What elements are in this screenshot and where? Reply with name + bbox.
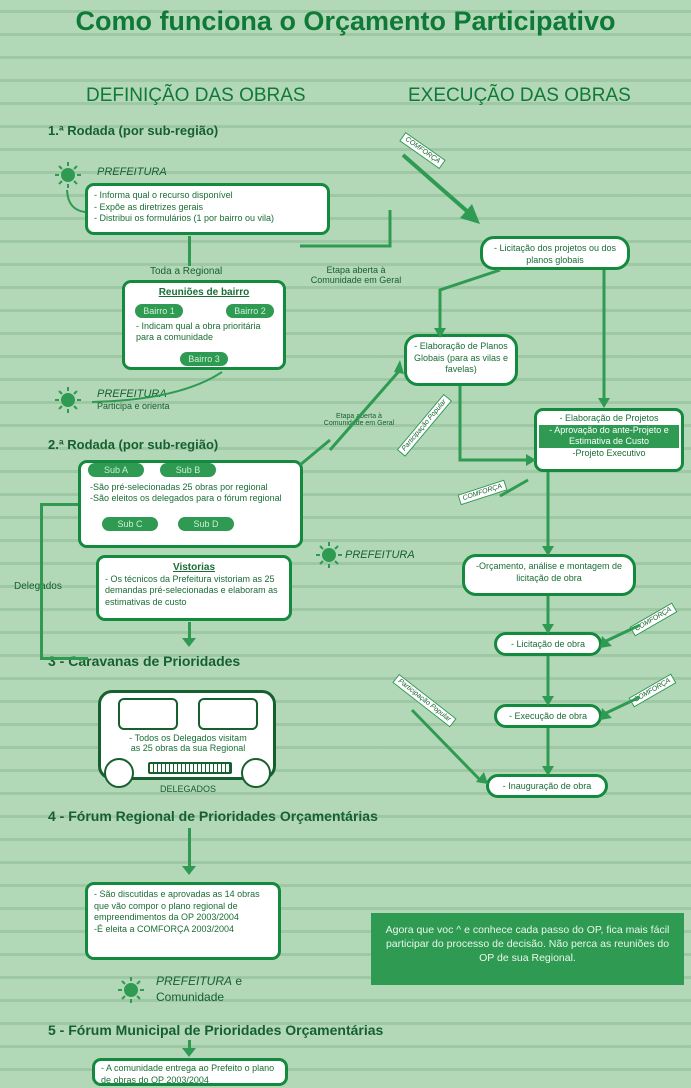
sub-c-pill: Sub C [102,517,158,531]
page-title: Como funciona o Orçamento Participativo [75,6,616,36]
flow-arrowhead [182,866,196,875]
step3-heading: 3 - Caravanas de Prioridades [48,653,241,669]
licitacao-projetos-box: - Licitação dos projetos ou dos planos g… [480,236,630,270]
bus-grill [148,762,232,774]
sun-icon [55,387,81,413]
step4-prefeitura-label: PREFEITURA [156,974,233,988]
round1-box-line: - Informa qual o recurso disponível [94,190,233,200]
round1-box-line: - Expõe as diretrizes gerais [94,201,204,212]
info-note: Agora que voc ^ e conhece cada passo do … [371,913,684,985]
round1-prefeitura2-sub: Participa e orienta [97,401,170,411]
step4-prefeitura: PREFEITURA e [156,974,242,988]
projetos-box: - Elaboração de Projetos - Aprovação do … [534,408,684,472]
sub-d-pill: Sub D [178,517,234,531]
round1-box-line: - Distribui os formulários (1 por bairro… [94,213,275,223]
vistorias-box: Vistorias - Os técnicos da Prefeitura vi… [96,555,292,621]
bus-window [118,698,178,730]
round2-text: -São pré-selecionadas 25 obras por regio… [90,482,302,504]
meetings-text: - Indicam qual a obra prioritária para a… [136,321,261,342]
inauguracao-obra-box: - Inauguração de obra [486,774,608,798]
step4-box-line: -É eleita a COMFORÇA 2003/2004 [94,923,235,934]
vistorias-text: - Os técnicos da Prefeitura vistoriam as… [105,573,278,607]
step4-comunidade: Comunidade [156,990,225,1004]
round1-prefeitura-label: PREFEITURA [97,166,167,178]
projetos-line: -Projeto Executivo [572,447,646,458]
sub-b-pill: Sub B [160,463,216,477]
right-heading: EXECUÇÃO DAS OBRAS [408,85,631,106]
flow-arrow [188,828,191,868]
delegados-line [40,657,88,660]
vistorias-title: Vistorias [172,562,216,573]
open-stage-label-1: Etapa aberta à Comunidade em Geral [310,265,402,285]
delegados-label: Delegados [14,581,62,592]
flow-arrow [188,622,191,640]
bus-label: DELEGADOS [160,784,217,794]
flow-arrow [188,1040,191,1050]
round2-heading: 2.ª Rodada (por sub-região) [48,437,219,452]
step4-and: e [235,974,243,988]
regional-label: Toda a Regional [150,266,223,277]
sub-a-pill: Sub A [88,463,144,477]
delegados-line [40,503,78,506]
step4-box: - São discutidas e aprovadas as 14 obras… [85,882,281,960]
sun-icon [55,162,81,188]
projetos-line: - Elaboração de Projetos [559,413,659,423]
bairro1-pill: Bairro 1 [135,304,183,318]
bairro3-pill: Bairro 3 [180,352,228,366]
step5-heading: 5 - Fórum Municipal de Prioridades Orçam… [48,1022,384,1038]
flow-arrowhead [182,638,196,647]
sun-icon [316,542,342,568]
flow-arrowhead [182,1048,196,1057]
bus-window [198,698,258,730]
delegados-line [40,503,43,659]
meetings-box: Reuniões de bairro [122,280,286,370]
orcamento-box: -Orçamento, análise e montagem de licita… [462,554,636,596]
comforca-arrow [401,153,480,224]
round1-heading: 1.ª Rodada (por sub-região) [48,123,219,138]
planos-globais-box: - Elaboração de Planos Globais (para as … [404,334,518,386]
round2-text-line: -São pré-selecionadas 25 obras por regio… [90,482,268,492]
bus-wheel [241,758,271,788]
step5-box: - A comunidade entrega ao Prefeito o pla… [92,1058,288,1086]
projetos-line: - Aprovação do ante-Projeto e Estimativa… [539,424,679,448]
execucao-obra-box: - Execução de obra [494,704,602,728]
bus-text: - Todos os Delegados visitam as 25 obras… [129,733,247,753]
step4-box-line: - São discutidas e aprovadas as 14 obras… [94,889,260,922]
bus-wheel [104,758,134,788]
round2-text-line: -São eleitos os delegados para o fórum r… [90,493,282,503]
meetings-title: Reuniões de bairro [158,287,250,298]
bairro2-pill: Bairro 2 [226,304,274,318]
round1-prefeitura-box: - Informa qual o recurso disponível - Ex… [85,183,330,235]
flow-arrow [188,236,191,266]
left-heading: DEFINIÇÃO DAS OBRAS [86,85,306,106]
sun-icon [118,977,144,1003]
step4-heading: 4 - Fórum Regional de Prioridades Orçame… [48,808,378,824]
round2-prefeitura-label: PREFEITURA [345,549,415,561]
